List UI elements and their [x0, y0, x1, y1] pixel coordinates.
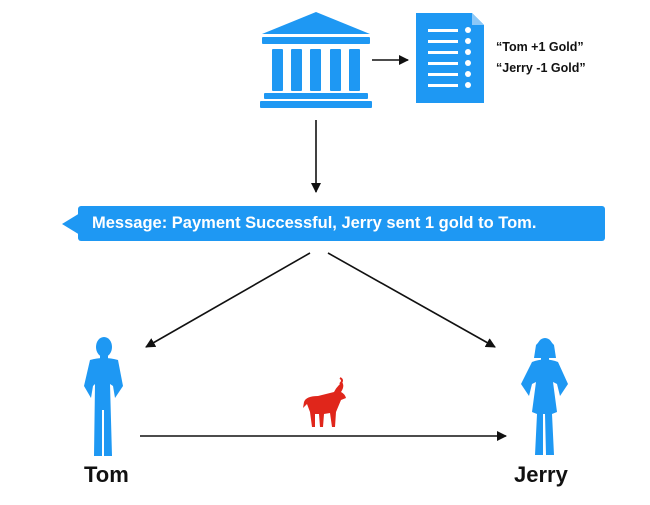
bank-icon	[260, 12, 372, 108]
ledger-entry-jerry: “Jerry -1 Gold”	[496, 61, 586, 75]
arrow-message-to-tom	[145, 252, 311, 348]
message-text: Message: Payment Successful, Jerry sent …	[92, 214, 537, 232]
message-banner: Message: Payment Successful, Jerry sent …	[78, 206, 605, 241]
sender-name-jerry: Jerry	[514, 462, 568, 487]
person-female-icon	[521, 338, 568, 455]
ledger-document-icon	[416, 13, 484, 103]
arrow-message-to-jerry	[327, 252, 496, 348]
receiver-name-tom: Tom	[84, 462, 129, 487]
ledger-entry-tom: “Tom +1 Gold”	[496, 40, 584, 54]
message-tail	[62, 213, 80, 235]
person-male-icon	[84, 337, 123, 456]
goat-icon	[303, 377, 346, 427]
